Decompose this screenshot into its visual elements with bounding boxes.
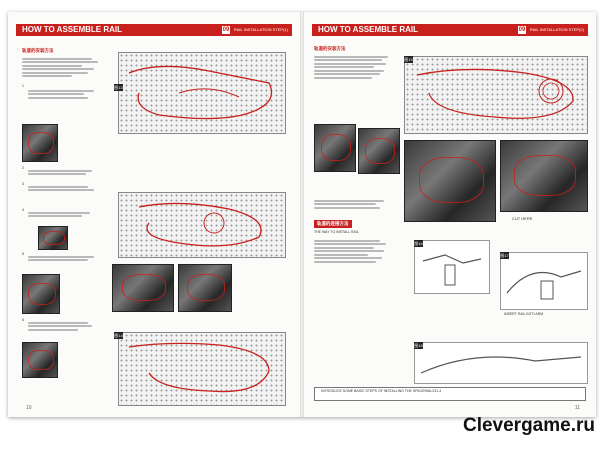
rail-board-diagram [118,52,286,134]
step-photo [22,274,60,314]
board-label: 图13 [114,84,123,91]
step-number: 2 [22,166,24,170]
left-header-title: HOW TO ASSEMBLE RAIL [22,25,122,34]
mechanism-diagram [414,240,490,294]
right-text-column [314,198,394,210]
board-label: 图17 [500,252,509,259]
step-number: 6 [22,318,24,322]
right-section-title: 轨道的安装方法 [314,46,346,51]
step-number: 4 [22,208,24,212]
right-text-column [314,238,394,264]
cut-here-label: CUT HERE [512,216,533,221]
board-label: 图18 [414,342,423,349]
assembly-photo [404,140,496,222]
step-photo [22,124,58,162]
left-header-tag: RAIL INSTALLATION STEP(1) [233,27,288,32]
left-text-column [22,56,102,79]
step-text [28,168,98,177]
step-photo [358,128,400,174]
board-label: 图16 [414,240,423,247]
left-page-header: HOW TO ASSEMBLE RAIL 09 RAIL INSTALLATIO… [16,24,292,36]
right-header-title: HOW TO ASSEMBLE RAIL [318,25,418,34]
mechanism-svg [420,356,582,374]
section-rail-connect-en: THE WAY TO INSTALL RAIL [314,230,359,234]
assembly-photo [178,264,232,312]
right-page: HOW TO ASSEMBLE RAIL 09 RAIL INSTALLATIO… [304,12,596,417]
rail-path-svg [128,65,273,120]
instruction-booklet: HOW TO ASSEMBLE RAIL 09 RAIL INSTALLATIO… [8,12,596,417]
step-text [28,210,98,219]
step-number: 1 [22,84,24,88]
step-text [28,88,98,100]
rail-board-diagram [404,56,588,134]
insert-rail-label: INSERT RAIL INTO ARM [504,312,544,316]
step-text [28,184,98,193]
left-section-title: 轨道的安装方法 [22,48,54,53]
step-number: 3 [22,182,24,186]
mechanism-diagram [414,342,588,384]
board-label: 图15 [404,56,413,63]
assembly-photo [112,264,174,312]
mechanism-diagram [500,252,588,310]
rail-board-diagram [118,192,286,258]
step-photo [22,342,58,378]
left-page-number: 10 [26,405,32,411]
info-bar: INTRODUCE SOME BASIC STEPS OF INSTALLING… [314,387,586,401]
rail-board-diagram [118,332,286,406]
step-number: 5 [22,252,24,256]
rail-path-svg [128,342,270,393]
watermark-text: Clevergame.ru [462,415,595,436]
booklet-spine [300,12,304,417]
left-page: HOW TO ASSEMBLE RAIL 09 RAIL INSTALLATIO… [8,12,300,417]
step-photo [38,226,68,250]
rail-path-svg [138,202,262,247]
right-page-header: HOW TO ASSEMBLE RAIL 09 RAIL INSTALLATIO… [312,24,588,36]
info-text: INTRODUCE SOME BASIC STEPS OF INSTALLING… [321,389,442,393]
step-text [28,254,98,263]
right-header-tag: RAIL INSTALLATION STEP(2) [529,27,584,32]
right-header-badge: 09 [518,26,526,34]
rail-path-svg [416,68,574,119]
assembly-photo [500,140,588,212]
left-header-badge: 09 [222,26,230,34]
section-rail-connect: 轨道的连接方法 [314,220,352,228]
board-label: 图14 [114,332,123,339]
right-text-column [314,54,394,80]
step-text [28,320,98,332]
mechanism-svg [422,254,482,286]
right-page-number: 11 [574,405,580,411]
mechanism-svg [506,270,582,300]
step-photo [314,124,356,172]
